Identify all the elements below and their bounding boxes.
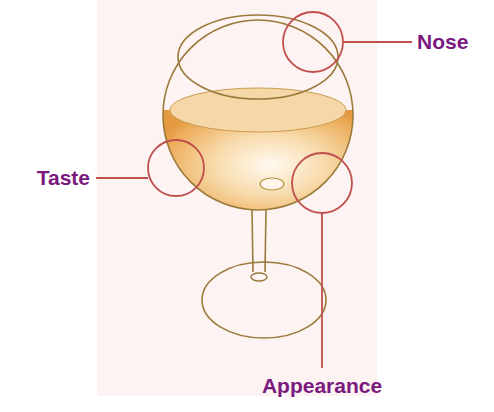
background-panel	[97, 0, 377, 396]
callout-circle	[292, 153, 352, 213]
callout-label: Taste	[37, 166, 90, 189]
callout-circle	[283, 12, 343, 72]
callout-label: Appearance	[262, 374, 382, 397]
leader-line	[343, 41, 412, 43]
stem-joint	[251, 273, 267, 281]
callout-label: Nose	[417, 30, 468, 53]
glass-base	[202, 262, 326, 338]
leader-line	[96, 177, 148, 179]
glass-rim	[178, 15, 338, 99]
reflection	[260, 178, 284, 190]
leader-line	[321, 213, 323, 368]
callout-circle	[148, 140, 204, 196]
wine	[160, 88, 360, 220]
glass-bowl	[163, 20, 353, 210]
